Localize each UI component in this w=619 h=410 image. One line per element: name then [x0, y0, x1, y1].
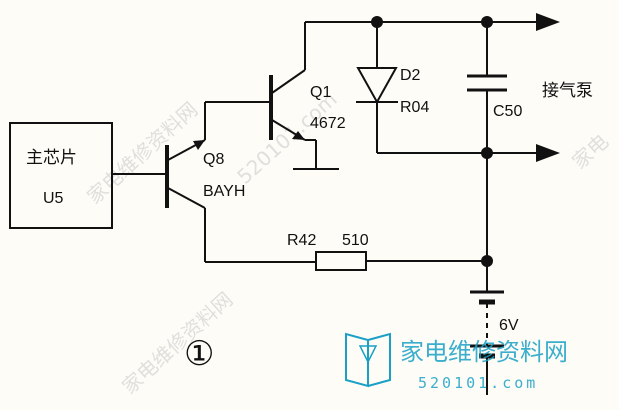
- diode-d2: [356, 22, 398, 153]
- capacitor-c50: [467, 22, 507, 153]
- battery-6v: [470, 290, 504, 395]
- d2-ref: D2: [400, 67, 421, 84]
- c50-ref: C50: [493, 103, 522, 120]
- resistor-r42: [315, 251, 367, 271]
- book-icon: [345, 332, 391, 388]
- q1-ref: Q1: [310, 84, 331, 101]
- battery-value: 6V: [499, 317, 519, 334]
- d2-part: R04: [400, 99, 429, 116]
- arrow-middle-right: [536, 144, 560, 162]
- chip-u5-box: [9, 122, 113, 229]
- junction-dots: [371, 16, 493, 267]
- q8-ref: Q8: [203, 151, 224, 168]
- transistor-q1: [269, 69, 306, 141]
- r42-value: 510: [342, 232, 369, 249]
- watermark-text-lower: 家电维修资料网: [117, 287, 237, 399]
- watermark-text: 家电维修资料网: [82, 97, 202, 209]
- watermark-text-right: 家电: [567, 129, 613, 174]
- site-logo: 家电维修资料网 520101.com: [345, 332, 568, 392]
- r42-ref: R42: [287, 232, 316, 249]
- figure-number: ①: [184, 334, 214, 374]
- transistor-q8: [165, 139, 206, 209]
- arrow-top-right: [536, 13, 560, 31]
- logo-text: 家电维修资料网: [400, 338, 568, 366]
- q8-part: BAYH: [203, 183, 245, 200]
- chip-label: 主芯片: [26, 148, 77, 168]
- q1-part: 4672: [310, 115, 346, 132]
- pump-label: 接气泵: [542, 81, 593, 101]
- logo-url: 520101.com: [418, 374, 538, 392]
- chip-ref: U5: [43, 190, 64, 207]
